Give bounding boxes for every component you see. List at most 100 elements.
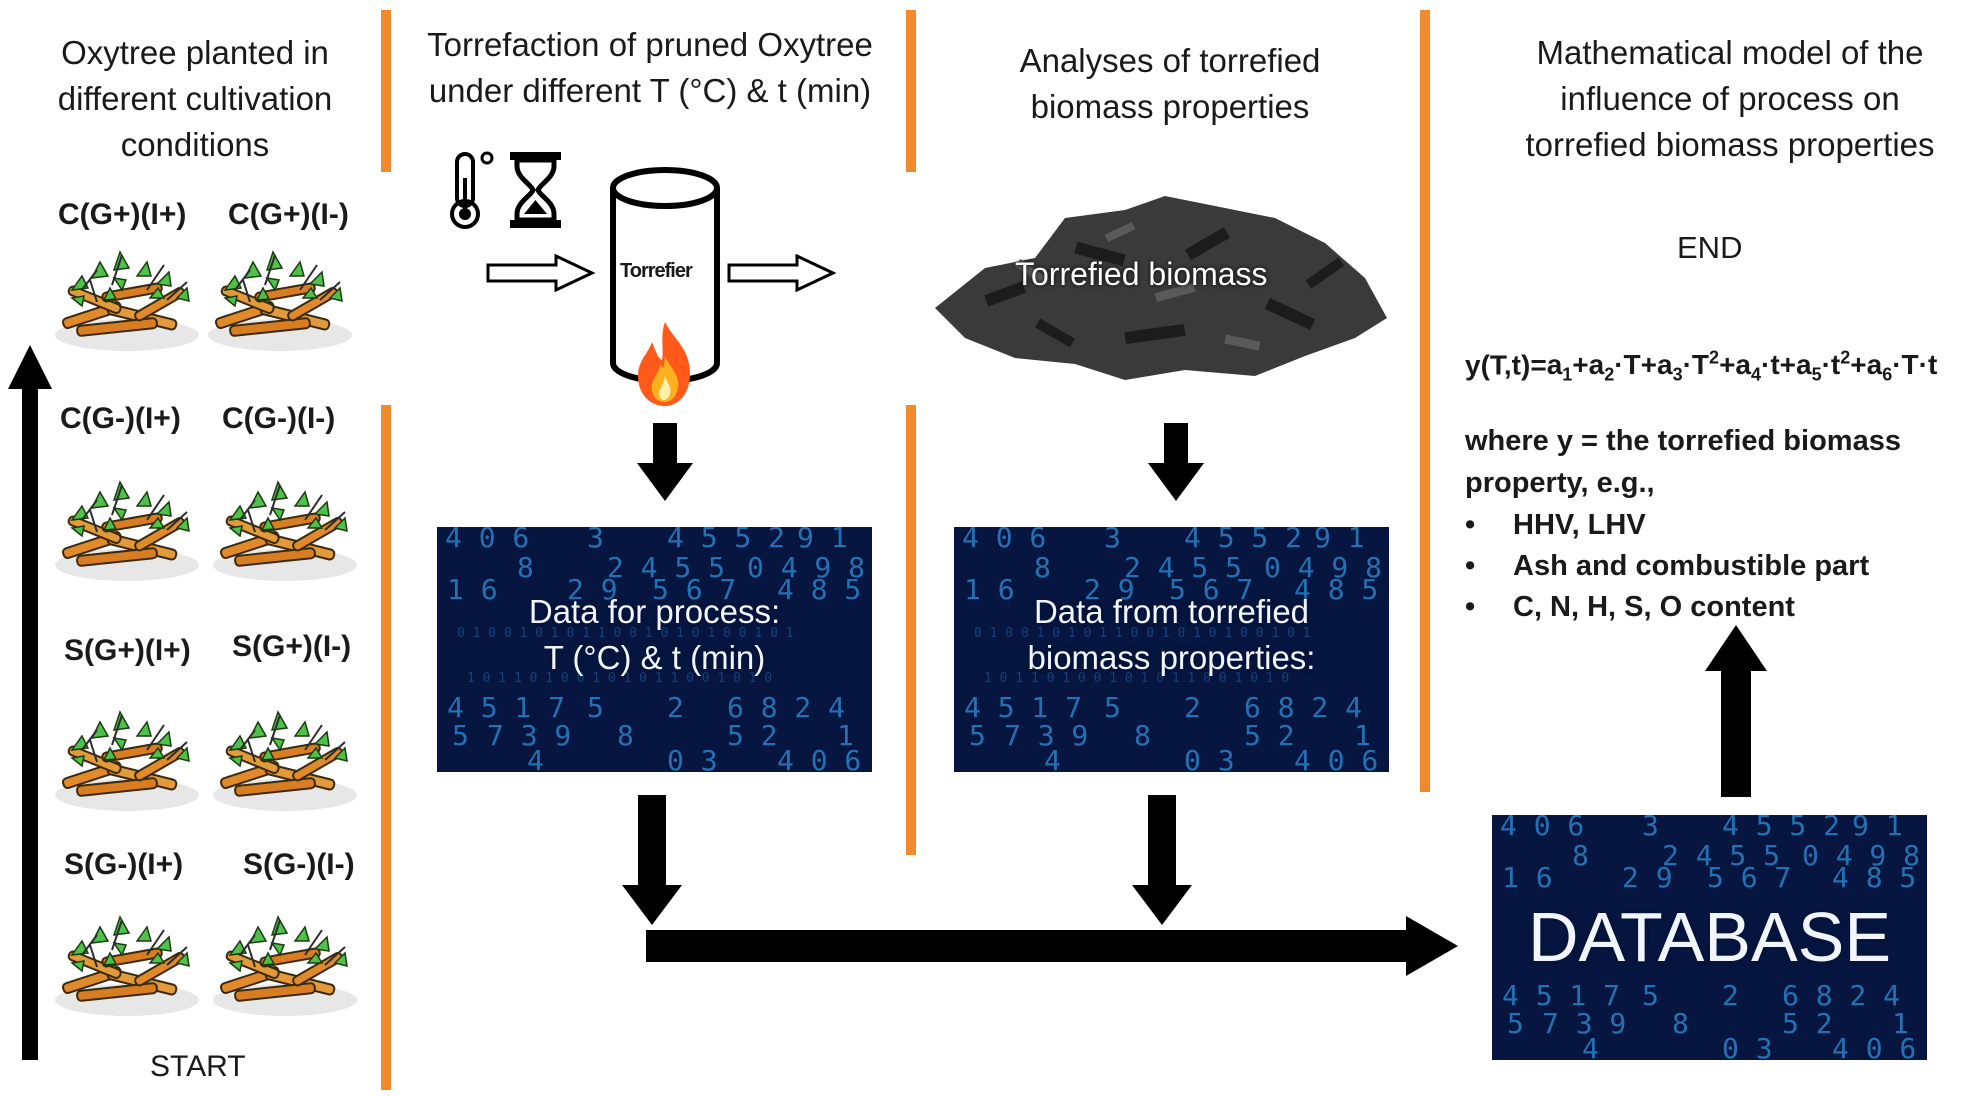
header-torrefaction: Torrefaction of pruned Oxytree under dif… xyxy=(390,22,910,114)
svg-text:1 0 1 1 0 1 0 0 1 0 1 0 1 1 0: 1 0 1 1 0 1 0 0 1 0 1 0 1 1 0 0 1 0 1 0 xyxy=(984,671,1289,686)
properties-data-panel: 4 0 634 5 5 29 1 82 4 5 50 4 9 8 5 1 62 … xyxy=(954,527,1389,772)
bullet-item: •Ash and combustible part xyxy=(1465,550,1870,582)
svg-text:4 5 1 7: 4 5 1 7 xyxy=(447,691,565,724)
plot-label: S(G+)(I-) xyxy=(232,630,352,663)
plant-pile-icon xyxy=(212,481,358,582)
svg-text:5: 5 xyxy=(587,691,604,724)
svg-text:0 1 0 0 1 0 1 0 1 1 0 0 1 0 1: 0 1 0 0 1 0 1 0 1 1 0 0 1 0 1 0 1 0 0 1 … xyxy=(457,626,794,641)
svg-text:4: 4 xyxy=(1044,744,1061,772)
svg-text:5 2: 5 2 xyxy=(727,719,778,752)
start-up-arrow xyxy=(8,345,52,1060)
svg-text:8: 8 xyxy=(617,719,634,752)
header-cultivation-line2: different cultivation xyxy=(57,80,333,117)
plant-pile-icon xyxy=(207,251,353,352)
svg-text:5 2: 5 2 xyxy=(1782,1007,1833,1040)
svg-text:1 6: 1 6 xyxy=(447,573,498,606)
separator-2-top xyxy=(906,10,916,172)
equation-lhs: y(T,t)= xyxy=(1465,349,1547,381)
bullet-item: •HHV, LHV xyxy=(1465,509,1646,541)
svg-text:4 8 5 2: 4 8 5 2 xyxy=(1832,861,1927,894)
svg-text:6 8 2 4: 6 8 2 4 xyxy=(727,691,845,724)
output-hollow-arrow xyxy=(727,254,837,292)
svg-text:2 4 5 5: 2 4 5 5 xyxy=(607,551,725,584)
svg-text:6 8 2 4: 6 8 2 4 xyxy=(1782,979,1900,1012)
database-to-model-arrow xyxy=(1705,625,1767,797)
svg-text:0 3: 0 3 xyxy=(1722,1032,1773,1060)
svg-text:3: 3 xyxy=(1104,527,1121,554)
svg-text:5: 5 xyxy=(1642,979,1659,1012)
svg-text:5: 5 xyxy=(1104,691,1121,724)
database-label: DATABASE xyxy=(1527,898,1892,976)
svg-text:4 5 1 7: 4 5 1 7 xyxy=(964,691,1082,724)
svg-text:2: 2 xyxy=(667,691,684,724)
svg-text:5 6 7: 5 6 7 xyxy=(1707,861,1791,894)
biomass-pile-icon xyxy=(935,196,1387,380)
svg-text:1: 1 xyxy=(1354,719,1371,752)
header-torrefaction-line1: Torrefaction of pruned Oxytree xyxy=(427,26,873,63)
svg-text:5 6 7: 5 6 7 xyxy=(1169,573,1253,606)
svg-text:4 0 6: 4 0 6 xyxy=(1832,1032,1916,1060)
header-analyses-line2: biomass properties xyxy=(1030,88,1310,125)
bullet-item: •C, N, H, S, O content xyxy=(1465,591,1795,623)
flame-icon xyxy=(638,322,690,406)
svg-text:4 0 6: 4 0 6 xyxy=(1500,815,1584,842)
svg-text:4 0 6: 4 0 6 xyxy=(1294,744,1378,772)
where-line1: where y = the torrefied biomass xyxy=(1465,425,1901,457)
plant-pile-icon xyxy=(212,711,358,812)
header-cultivation-line1: Oxytree planted in xyxy=(61,34,329,71)
model-equation: y(T,t)=a1+a2·T+a3·T2+a4·t+a5·t2+a6·T·t xyxy=(1465,348,1937,386)
horizontal-to-database-arrow xyxy=(646,916,1458,976)
equation-term: a2·T+ xyxy=(1588,349,1658,385)
svg-text:2 4 5 5: 2 4 5 5 xyxy=(1662,839,1780,872)
svg-text:4: 4 xyxy=(527,744,544,772)
equation-term: a4·t+ xyxy=(1735,349,1797,385)
svg-text:5: 5 xyxy=(452,719,469,752)
svg-text:1 0 1 1 0 1 0 0 1 0 1 0 1 1 0: 1 0 1 1 0 1 0 0 1 0 1 0 1 1 0 0 1 0 1 0 xyxy=(467,671,772,686)
svg-text:8: 8 xyxy=(1034,551,1051,584)
svg-text:0 3: 0 3 xyxy=(667,744,718,772)
plot-label: C(G+)(I+) xyxy=(58,198,187,231)
svg-text:7 3 9: 7 3 9 xyxy=(1542,1007,1626,1040)
plot-label: S(G-)(I+) xyxy=(64,848,184,881)
svg-text:4: 4 xyxy=(1582,1032,1599,1060)
end-label: END xyxy=(1677,230,1743,265)
biomass-down-arrow xyxy=(1148,423,1204,501)
plot-label: C(G-)(I-) xyxy=(222,402,336,435)
svg-text:9 1: 9 1 xyxy=(797,527,848,554)
equation-term: a6·T·t xyxy=(1866,349,1938,385)
separator-3 xyxy=(1420,10,1430,792)
plot-label: C(G+)(I-) xyxy=(228,198,349,231)
torrefier-down-arrow xyxy=(637,423,693,501)
header-analyses: Analyses of torrefied biomass properties xyxy=(935,38,1405,130)
svg-text:0 1 0 0 1 0 1 0 1 1 0 0 1 0 1: 0 1 0 0 1 0 1 0 1 1 0 0 1 0 1 0 1 0 0 1 … xyxy=(974,626,1311,641)
header-model-line3: torrefied biomass properties xyxy=(1525,126,1935,163)
properties-data-line1: Data from torrefied xyxy=(1033,593,1310,630)
svg-text:3: 3 xyxy=(587,527,604,554)
svg-text:0 4 9 8 5: 0 4 9 8 5 xyxy=(747,551,872,584)
header-analyses-line1: Analyses of torrefied xyxy=(1019,42,1321,79)
properties-to-database-arrow xyxy=(1132,795,1192,925)
biomass-label: Torrefied biomass xyxy=(1015,256,1268,292)
svg-text:0 4 9 8 5: 0 4 9 8 5 xyxy=(1264,551,1389,584)
svg-text:2 4 5 5: 2 4 5 5 xyxy=(1124,551,1242,584)
svg-text:8: 8 xyxy=(1672,1007,1689,1040)
svg-text:9 1: 9 1 xyxy=(1852,815,1903,842)
plant-pile-icon xyxy=(54,481,200,582)
header-model-line2: influence of process on xyxy=(1560,80,1900,117)
svg-text:0 3: 0 3 xyxy=(1184,744,1235,772)
svg-text:5 2: 5 2 xyxy=(1244,719,1295,752)
separator-1-top xyxy=(381,10,391,172)
plant-pile-icon xyxy=(54,711,200,812)
svg-text:9 1: 9 1 xyxy=(1314,527,1365,554)
separator-2-bottom xyxy=(906,405,916,855)
header-torrefaction-line2: under different T (°C) & t (min) xyxy=(428,72,872,109)
svg-text:1: 1 xyxy=(1892,1007,1909,1040)
where-line2: property, e.g., xyxy=(1465,467,1655,499)
svg-text:4 0 6: 4 0 6 xyxy=(777,744,861,772)
equation-term: a1+ xyxy=(1546,349,1589,385)
plant-pile-icon xyxy=(212,916,358,1017)
svg-text:4 0 6: 4 0 6 xyxy=(962,527,1046,554)
svg-text:5: 5 xyxy=(1507,1007,1524,1040)
header-model: Mathematical model of the influence of p… xyxy=(1470,30,1974,168)
svg-text:1: 1 xyxy=(837,719,854,752)
